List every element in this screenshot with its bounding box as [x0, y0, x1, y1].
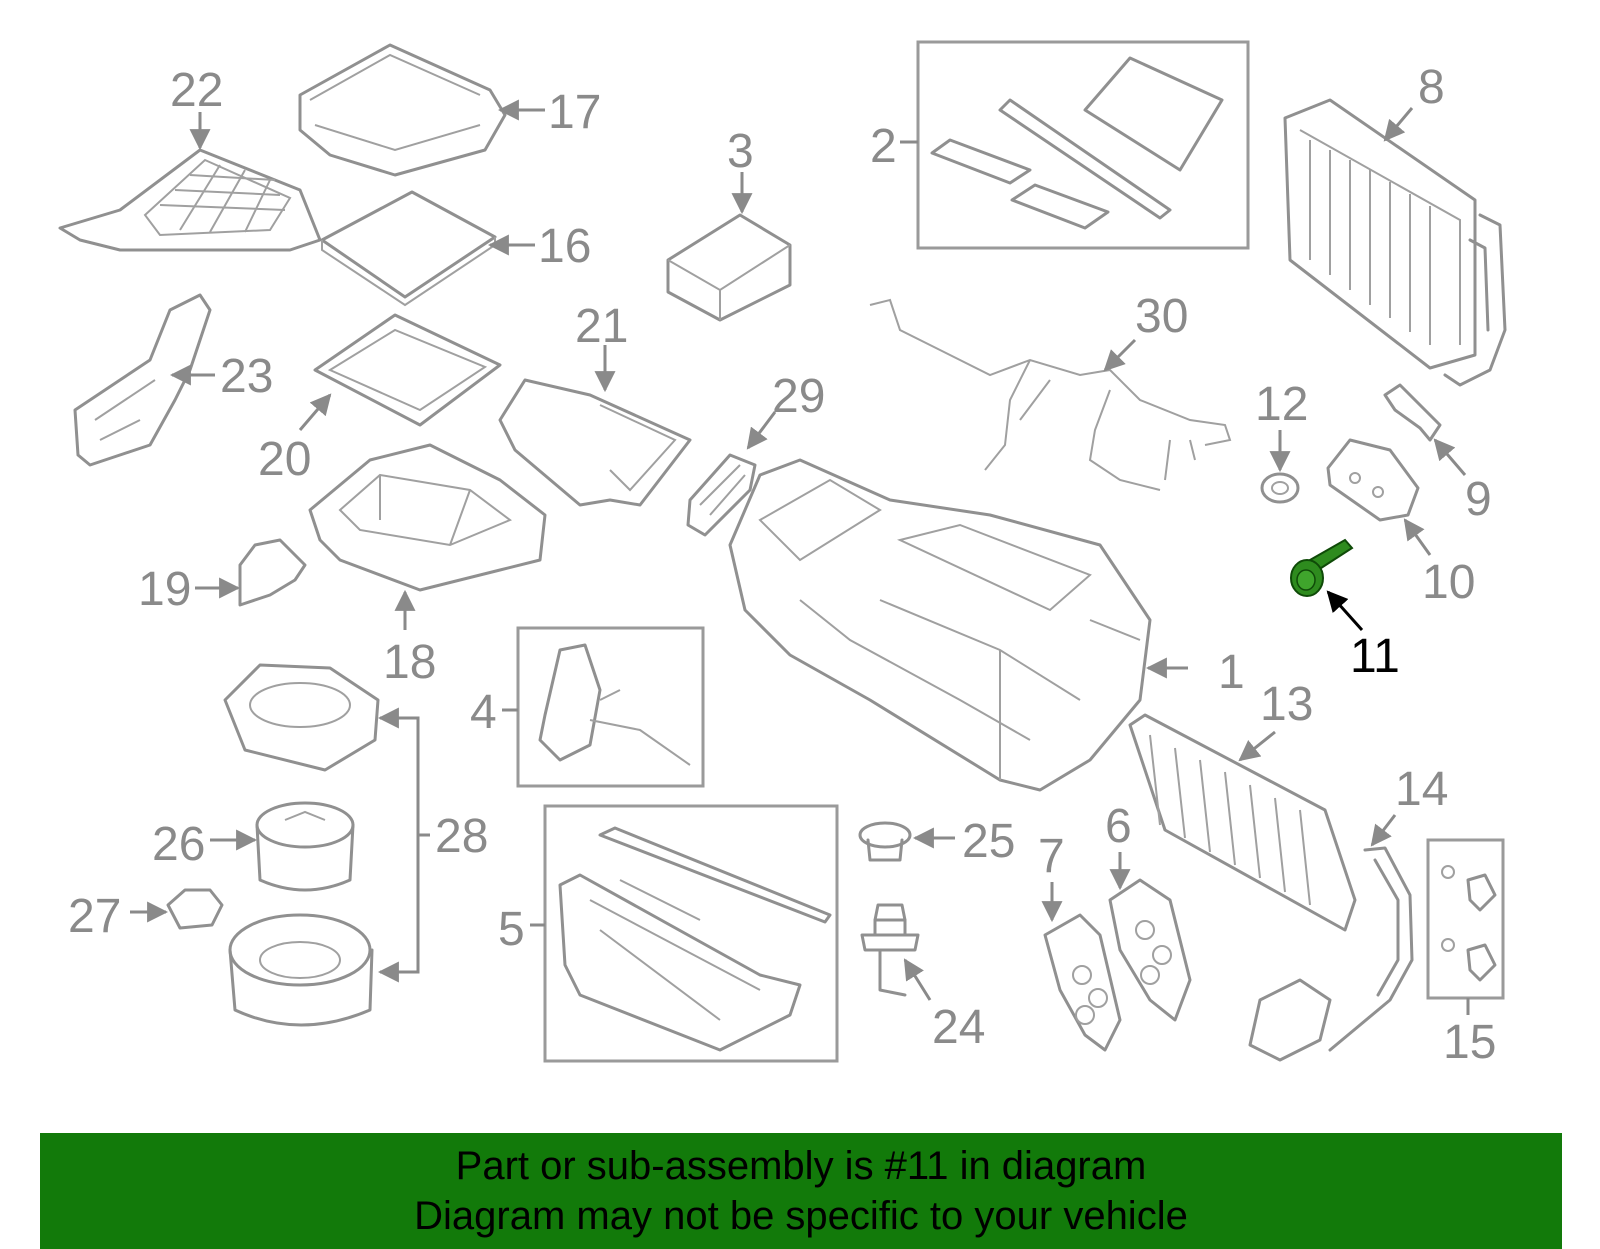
part-21-drawing [498, 378, 692, 507]
callout-20: 20 [258, 433, 311, 486]
part-9-drawing [1383, 383, 1442, 442]
part-27-drawing [166, 888, 224, 930]
part-28-bottom-housing [228, 913, 374, 1027]
part-20-drawing [313, 313, 502, 427]
callout-12: 12 [1255, 378, 1308, 431]
part-26-motor [255, 801, 355, 892]
footer-line-1: Part or sub-assembly is #11 in diagram [455, 1144, 1147, 1188]
part-6-drawing [1108, 878, 1192, 1022]
callout-5: 5 [498, 903, 525, 956]
callout-15: 15 [1443, 1016, 1496, 1069]
callout-21: 21 [575, 300, 628, 353]
part-30-drawing [869, 298, 1232, 491]
callout-11[interactable]: 11 [1350, 630, 1400, 683]
part-23-drawing [73, 293, 212, 467]
part-24-drawing [860, 903, 920, 997]
callout-1: 1 [1218, 646, 1245, 699]
part-4-box [516, 626, 705, 788]
callout-9: 9 [1465, 473, 1492, 526]
footer-banner: Part or sub-assembly is #11 in diagram D… [40, 1133, 1562, 1249]
part-11-screw-highlighted[interactable] [1290, 538, 1354, 597]
part-3-drawing [666, 213, 792, 322]
callout-4: 4 [470, 686, 497, 739]
callout-17: 17 [548, 86, 601, 139]
callout-23: 23 [220, 350, 273, 403]
callout-30: 30 [1135, 290, 1188, 343]
part-16-drawing [320, 190, 497, 307]
callout-26: 26 [152, 818, 205, 871]
part-1-drawing [728, 458, 1152, 792]
part-14-drawing [1248, 846, 1414, 1062]
callout-28: 28 [435, 810, 488, 863]
callout-19: 19 [138, 563, 191, 616]
callout-29: 29 [772, 370, 825, 423]
callout-2: 2 [870, 120, 897, 173]
callout-25: 25 [962, 815, 1015, 868]
part-2-box [916, 40, 1250, 250]
footer-line-2: Diagram may not be specific to your vehi… [414, 1194, 1188, 1238]
part-5-box [543, 804, 839, 1063]
part-22-drawing [58, 148, 322, 252]
callout-6: 6 [1105, 800, 1132, 853]
callout-18: 18 [383, 636, 436, 689]
part-10-drawing [1326, 438, 1420, 522]
callout-7: 7 [1038, 830, 1065, 883]
part-13-drawing [1128, 713, 1357, 932]
part-25-drawing [858, 821, 912, 862]
callout-16: 16 [538, 220, 591, 273]
callout-24: 24 [932, 1001, 985, 1054]
part-19-drawing [238, 538, 307, 607]
part-29-drawing [686, 453, 757, 537]
part-7-drawing [1043, 913, 1122, 1052]
callout-8: 8 [1418, 61, 1445, 114]
part-15-box [1426, 838, 1505, 1000]
part-18-drawing [308, 443, 547, 592]
callout-labels: 1 2 3 4 5 6 7 8 9 10 11 12 13 14 15 16 1… [68, 61, 1496, 1069]
callout-14: 14 [1395, 763, 1448, 816]
callout-27: 27 [68, 890, 121, 943]
part-8-drawing [1283, 98, 1507, 387]
callout-3: 3 [727, 125, 754, 178]
part-12-drawing [1260, 472, 1300, 504]
callout-13: 13 [1260, 678, 1313, 731]
part-28-top-housing [223, 663, 380, 772]
part-17-drawing [298, 43, 507, 177]
callout-10: 10 [1422, 556, 1475, 609]
callout-22: 22 [170, 64, 223, 117]
